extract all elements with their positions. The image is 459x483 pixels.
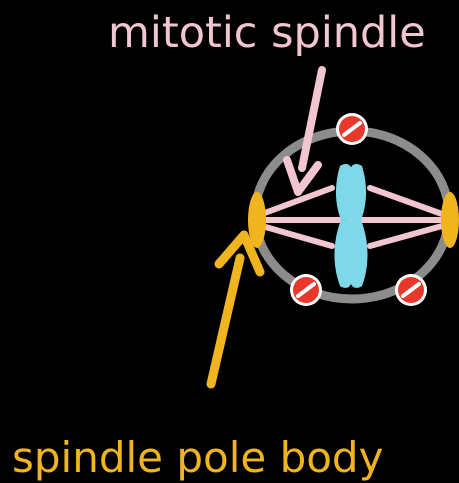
spindle-fiber [370, 188, 442, 214]
no-sign-icon [336, 113, 368, 145]
spindle-pole-body-arrow [211, 235, 260, 384]
spindle-pole-body-right [441, 192, 459, 248]
spindle-fiber [370, 226, 442, 246]
no-sign-icon [290, 274, 322, 306]
chromosome-icon [334, 164, 367, 288]
spindle-fiber [262, 226, 332, 246]
mitotic-spindle-label: mitotic spindle [108, 12, 426, 55]
mitotic-spindle-arrow [287, 70, 322, 192]
spindle-pole-body-label: spindle pole body [12, 437, 383, 479]
no-sign-icon [395, 274, 427, 306]
